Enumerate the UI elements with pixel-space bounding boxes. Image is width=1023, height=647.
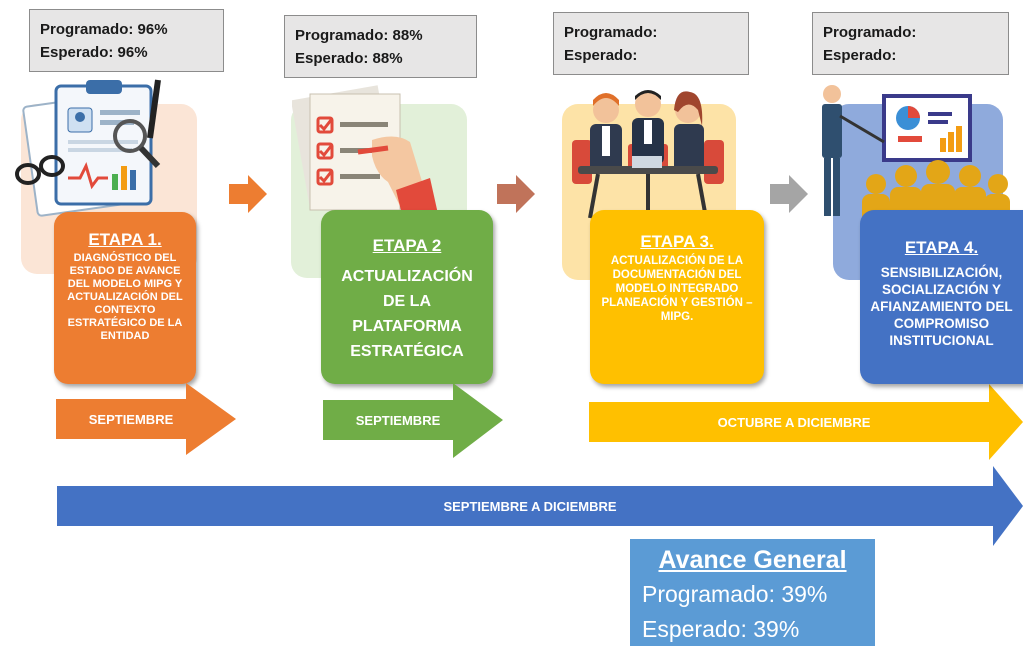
stage-3-description: ACTUALIZACIÓN DE LA DOCUMENTACIÓN DEL MO… — [601, 255, 753, 323]
stage-1-programado: Programado: 96% — [40, 21, 168, 38]
stage-1-esperado: Esperado: 96% — [40, 44, 148, 61]
team-meeting-icon — [572, 90, 724, 219]
stage-3-box: ETAPA 3. ACTUALIZACIÓN DE LA DOCUMENTACI… — [590, 210, 764, 384]
summary-box: Avance General Programado: 39% Esperado:… — [630, 539, 875, 646]
overall-period-arrow: SEPTIEMBRE A DICIEMBRE — [57, 466, 1023, 546]
overall-period-label: SEPTIEMBRE A DICIEMBRE — [443, 498, 617, 514]
stage-4-box: ETAPA 4. SENSIBILIZACIÓN, SOCIALIZACIÓN … — [860, 210, 1023, 384]
stage-3-period-arrow: OCTUBRE A DICIEMBRE — [589, 384, 1023, 460]
stage-1-title: ETAPA 1. — [88, 230, 162, 249]
stage-3-period-label: OCTUBRE A DICIEMBRE — [717, 414, 871, 430]
next-arrow-icon — [229, 175, 267, 213]
stage-2-box: ETAPA 2 ACTUALIZACIÓN DE LA PLATAFORMA E… — [321, 210, 493, 384]
summary-title: Avance General — [658, 546, 847, 574]
stage-1-period-label: SEPTIEMBRE — [88, 411, 174, 427]
stage-3-title: ETAPA 3. — [640, 232, 714, 251]
stage-2-esperado: Esperado: 88% — [295, 50, 403, 67]
stage-2-programado: Programado: 88% — [295, 27, 423, 44]
stage-3-status-box: Programado: Esperado: — [553, 12, 749, 75]
document-clipboard-icon — [15, 79, 161, 217]
next-arrow-icon — [497, 175, 535, 213]
stage-3-programado: Programado: — [564, 24, 658, 41]
stage-2-title: ETAPA 2 — [372, 236, 442, 255]
stage-2-description: ACTUALIZACIÓN DE LA PLATAFORMA ESTRATÉGI… — [341, 268, 473, 360]
stage-1-status-box: Programado: 96% Esperado: 96% — [29, 9, 224, 72]
stage-2-period-arrow: SEPTIEMBRE — [323, 383, 503, 458]
stage-4-status-box: Programado: Esperado: — [812, 12, 1009, 75]
next-arrow-icon — [770, 175, 808, 213]
stage-4-title: ETAPA 4. — [904, 238, 979, 257]
stage-1-description: DIAGNÓSTICO DEL ESTADO DE AVANCE DEL MOD… — [67, 252, 183, 342]
checklist-icon — [292, 85, 440, 223]
stage-1-box: ETAPA 1. DIAGNÓSTICO DEL ESTADO DE AVANC… — [54, 212, 196, 384]
stage-4-programado: Programado: — [823, 24, 917, 41]
summary-esperado: Esperado: 39% — [642, 616, 800, 642]
stage-1-period-arrow: SEPTIEMBRE — [56, 383, 236, 455]
stage-3-esperado: Esperado: — [564, 47, 638, 64]
stage-2-period-label: SEPTIEMBRE — [355, 413, 441, 428]
stage-4-esperado: Esperado: — [823, 47, 897, 64]
summary-programado: Programado: 39% — [642, 581, 828, 607]
stage-2-status-box: Programado: 88% Esperado: 88% — [284, 15, 477, 78]
presentation-audience-icon — [822, 85, 1010, 226]
stage-4-description: SENSIBILIZACIÓN, SOCIALIZACIÓN Y AFIANZA… — [870, 265, 1013, 348]
